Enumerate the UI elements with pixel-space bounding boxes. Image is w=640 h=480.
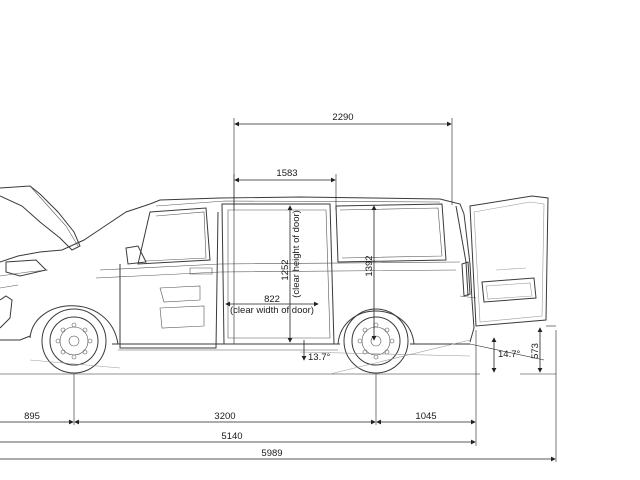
- van-body: [0, 185, 477, 351]
- dim-1392: 1392: [364, 255, 375, 276]
- dim-14-7-deg: 14.7°: [498, 349, 520, 360]
- front-wheel: [41, 308, 107, 374]
- ground-lines: [0, 339, 545, 375]
- dim-573: 573: [530, 343, 541, 359]
- open-hood: [0, 185, 81, 251]
- rear-end: [463, 213, 475, 343]
- dim-822-note: (clear width of door): [230, 305, 314, 316]
- extension-lines: [73, 118, 557, 462]
- dim-5140: 5140: [221, 431, 242, 442]
- front-bumper: [0, 203, 151, 263]
- dim-1045: 1045: [415, 411, 436, 422]
- rear-wheel: [343, 308, 409, 374]
- dim-5989: 5989: [261, 448, 282, 459]
- dim-822: 822: [264, 294, 280, 305]
- dim-2290: 2290: [332, 112, 353, 123]
- dim-13-7-deg: 13.7°: [308, 352, 330, 363]
- dim-1252-note: (clear height of door): [291, 210, 302, 298]
- front-door: [119, 211, 219, 349]
- front-wheel-arch: [29, 305, 119, 345]
- sliding-door: [221, 203, 335, 345]
- front-window: [137, 207, 211, 265]
- headlight: [5, 259, 47, 277]
- rear-side-window: [335, 203, 447, 263]
- open-rear-door: [469, 195, 549, 327]
- dim-1252: 1252: [280, 259, 291, 280]
- dim-1583: 1583: [276, 168, 297, 179]
- dim-3200: 3200: [214, 411, 235, 422]
- rear-wheel-arch: [337, 310, 415, 345]
- roof-line: [149, 196, 465, 215]
- dim-895: 895: [24, 411, 40, 422]
